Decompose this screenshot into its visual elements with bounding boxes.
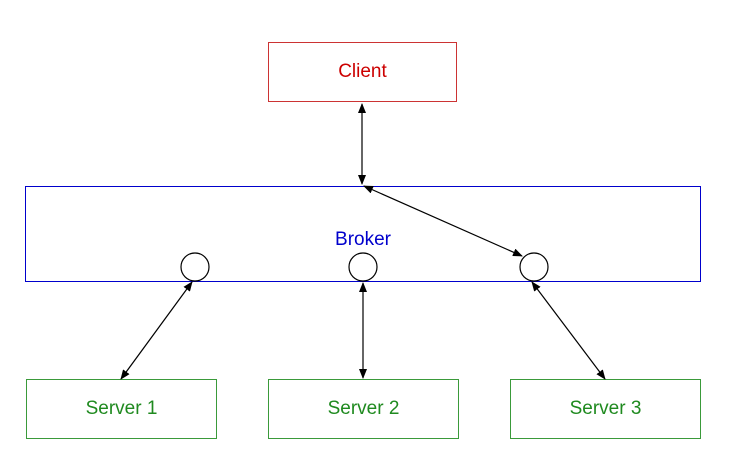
client-label: Client [338, 61, 387, 82]
port-3-server-3-link [531, 281, 606, 380]
port-1-server-1-link [120, 281, 193, 380]
server-1-node[interactable]: Server 1 [26, 379, 217, 439]
broker-label: Broker [335, 229, 391, 250]
client-node[interactable]: Client [268, 42, 457, 102]
broker-node[interactable]: Broker [25, 186, 701, 282]
server-3-label: Server 3 [569, 398, 642, 419]
server-1-label: Server 1 [85, 398, 158, 419]
server-3-node[interactable]: Server 3 [510, 379, 701, 439]
server-2-node[interactable]: Server 2 [268, 379, 459, 439]
server-2-label: Server 2 [327, 398, 400, 419]
